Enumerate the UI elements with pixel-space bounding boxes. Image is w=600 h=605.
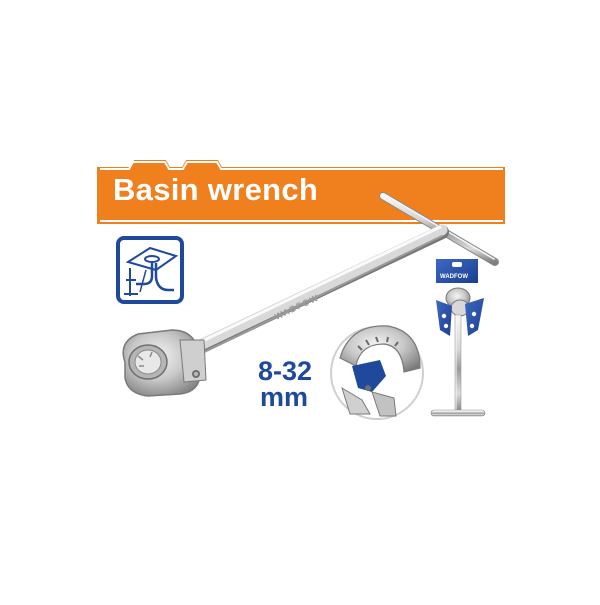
- packaged-wrench: WADFOW: [430, 259, 486, 417]
- size-range-value: 8-32: [258, 356, 313, 386]
- banner-title: Basin wrench: [113, 172, 319, 207]
- basin-under-sink-icon: [116, 236, 184, 304]
- size-range-label: 8-32 mm: [258, 356, 313, 412]
- svg-text:WADFOW: WADFOW: [440, 274, 468, 280]
- jaw-detail-zoom: [330, 325, 424, 420]
- wrench-shaft: WADFOW: [183, 224, 449, 359]
- wrench-jaw: [122, 329, 207, 397]
- size-range-unit: mm: [260, 382, 309, 412]
